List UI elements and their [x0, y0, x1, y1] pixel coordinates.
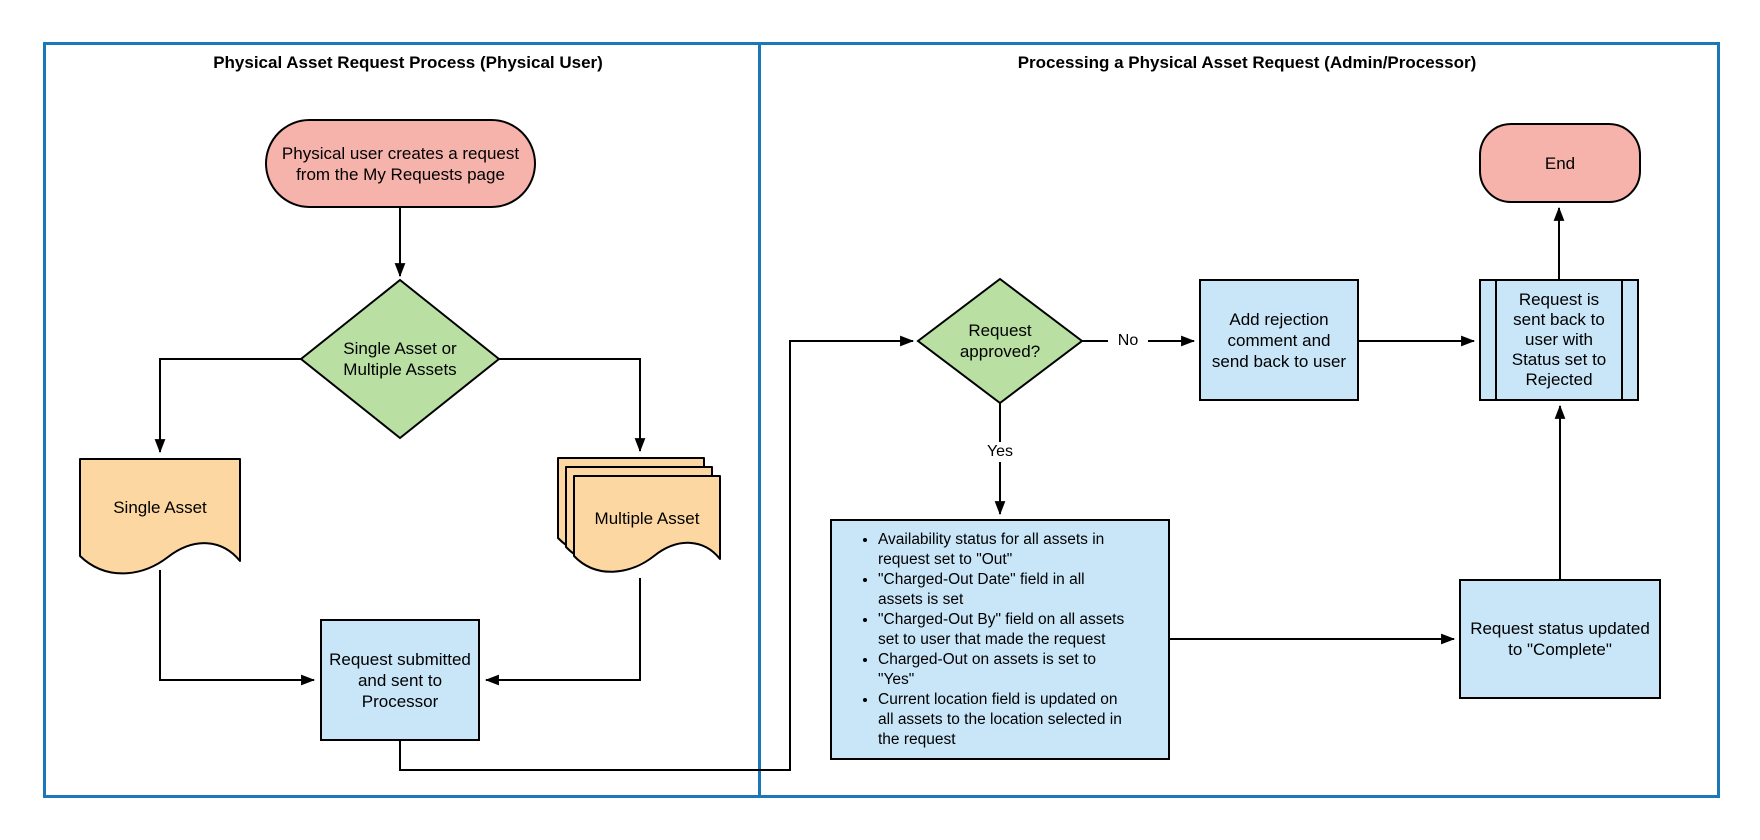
edge-multiple-to-submit — [484, 578, 641, 686]
checklist-item: "Charged-Out Date" field in all assets i… — [878, 570, 1162, 610]
document-single-asset[interactable] — [79, 458, 241, 575]
edge-submit-to-approval — [399, 335, 915, 771]
process-request-submitted[interactable]: Request submitted and sent to Processor — [320, 619, 480, 741]
left-panel-title: Physical Asset Request Process (Physical… — [213, 53, 603, 72]
checklist-item: Charged-Out on assets is set to "Yes" — [878, 650, 1162, 690]
decision-request-approved[interactable] — [916, 277, 1084, 405]
checklist-item: Availability status for all assets in re… — [878, 530, 1162, 570]
document-multiple-asset[interactable] — [557, 457, 721, 573]
checklist-item: "Charged-Out By" field on all assets set… — [878, 610, 1162, 650]
edge-single-to-submit — [159, 570, 316, 686]
process-approval-checklist[interactable]: Availability status for all assets in re… — [830, 519, 1170, 760]
diagram-outer-frame — [43, 42, 1720, 798]
right-panel-title: Processing a Physical Asset Request (Adm… — [1017, 53, 1477, 72]
process-status-complete[interactable]: Request status updated to "Complete" — [1459, 579, 1661, 699]
predefined-request-sent-back-label: Request is sent back to user with Status… — [1511, 290, 1607, 389]
predefined-left-bar — [1495, 281, 1497, 399]
predefined-request-sent-back[interactable]: Request is sent back to user with Status… — [1479, 279, 1639, 401]
start-terminator[interactable]: Physical user creates a request from the… — [265, 119, 536, 208]
decision-single-or-multiple[interactable] — [299, 278, 501, 440]
predefined-right-bar — [1621, 281, 1623, 399]
panel-divider — [758, 42, 761, 798]
end-terminator[interactable]: End — [1479, 123, 1641, 203]
process-add-rejection-comment[interactable]: Add rejection comment and send back to u… — [1199, 279, 1359, 401]
approval-checklist: Availability status for all assets in re… — [832, 521, 1168, 750]
checklist-item: Current location field is updated on all… — [878, 690, 1162, 750]
edge-decision-to-single — [154, 358, 301, 454]
document-sheet-front[interactable] — [573, 475, 721, 573]
edge-decision-to-multiple — [499, 358, 646, 453]
